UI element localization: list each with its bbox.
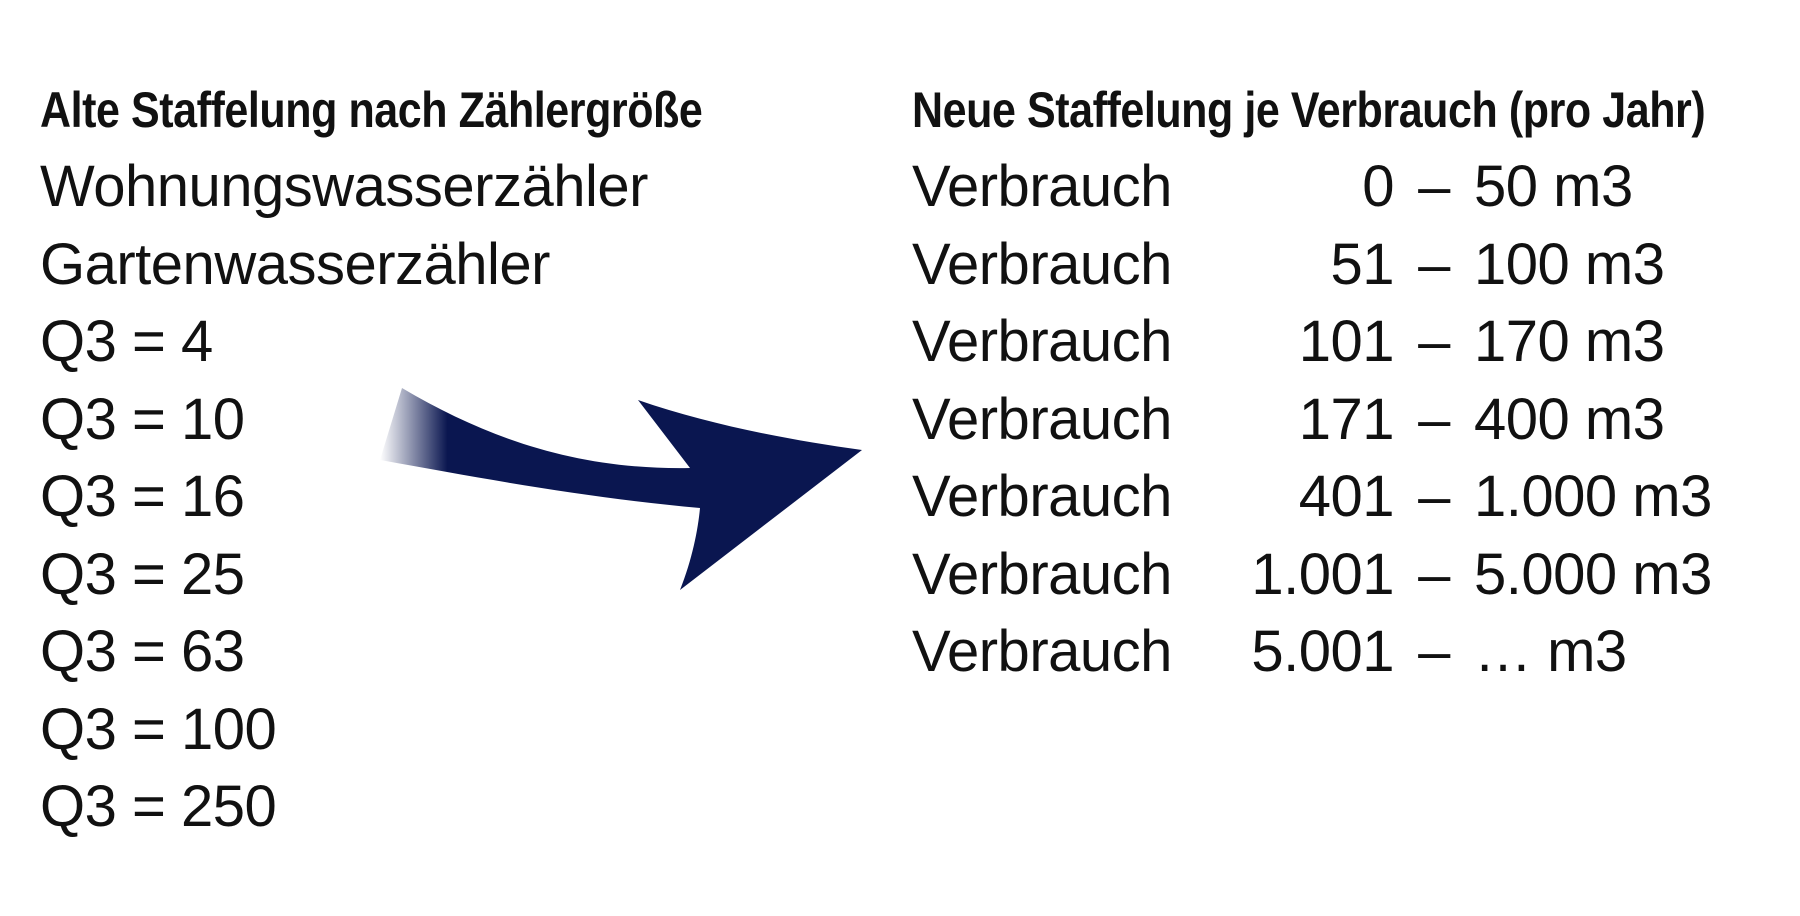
consumption-tier-row: Verbrauch 0 – 50 m3 (912, 148, 1800, 226)
tier-to: 5.000 m3 (1474, 541, 1712, 607)
tier-to: 400 m3 (1474, 386, 1665, 452)
old-tier-item: Q3 = 25 (40, 541, 245, 607)
tier-label: Verbrauch (912, 309, 1172, 374)
tier-from: 5.001 (1251, 619, 1394, 684)
tier-from: 1.001 (1251, 541, 1394, 607)
tier-label: Verbrauch (912, 464, 1172, 529)
tier-to: 170 m3 (1474, 309, 1665, 374)
tier-from: 0 (1362, 154, 1394, 219)
tier-to: 50 m3 (1474, 154, 1633, 219)
consumption-tier-row: Verbrauch 101 – 170 m3 (912, 303, 1800, 381)
tier-from: 101 (1298, 309, 1395, 374)
old-tier-item: Gartenwasserzähler (40, 231, 551, 297)
tier-label: Verbrauch (912, 231, 1172, 297)
tier-dash: – (1418, 541, 1450, 607)
tier-dash: – (1418, 154, 1450, 219)
tier-dash: – (1418, 464, 1450, 529)
tier-dash: – (1418, 309, 1450, 374)
consumption-tier-row: Verbrauch 51 – 100 m3 (912, 226, 1800, 304)
new-tiers-column: Neue Staffelung je Verbrauch (pro Jahr) … (912, 72, 1800, 691)
old-tier-item: Wohnungswasserzähler (40, 154, 648, 219)
old-tiers-column: Alte Staffelung nach Zählergröße Wohnung… (40, 72, 810, 846)
tier-to: 1.000 m3 (1474, 464, 1712, 529)
old-tier-item: Q3 = 4 (40, 309, 213, 374)
tier-dash: – (1418, 386, 1450, 452)
tier-from: 51 (1330, 231, 1394, 297)
tier-label: Verbrauch (912, 541, 1172, 607)
consumption-tier-row: Verbrauch 401 – 1.000 m3 (912, 458, 1800, 536)
old-tier-item: Q3 = 10 (40, 386, 245, 452)
tier-label: Verbrauch (912, 154, 1172, 219)
old-tier-item: Q3 = 63 (40, 619, 245, 684)
tier-to: … m3 (1474, 619, 1627, 684)
tier-label: Verbrauch (912, 619, 1172, 684)
tier-to: 100 m3 (1474, 231, 1665, 297)
consumption-tier-row: Verbrauch 1.001 – 5.000 m3 (912, 536, 1800, 614)
new-tiers-heading: Neue Staffelung je Verbrauch (pro Jahr) (912, 82, 1706, 138)
old-tiers-heading: Alte Staffelung nach Zählergröße (40, 82, 703, 138)
consumption-tier-row: Verbrauch 5.001 – … m3 (912, 613, 1800, 691)
old-tier-item: Q3 = 250 (40, 774, 277, 839)
tier-dash: – (1418, 619, 1450, 684)
consumption-tier-row: Verbrauch 171 – 400 m3 (912, 381, 1800, 459)
old-tier-item: Q3 = 100 (40, 696, 277, 762)
curved-arrow-right-icon (380, 388, 862, 590)
tier-from: 401 (1298, 464, 1395, 529)
tier-label: Verbrauch (912, 386, 1172, 452)
tier-from: 171 (1298, 386, 1395, 452)
tier-dash: – (1418, 231, 1450, 297)
old-tier-item: Q3 = 16 (40, 464, 245, 529)
